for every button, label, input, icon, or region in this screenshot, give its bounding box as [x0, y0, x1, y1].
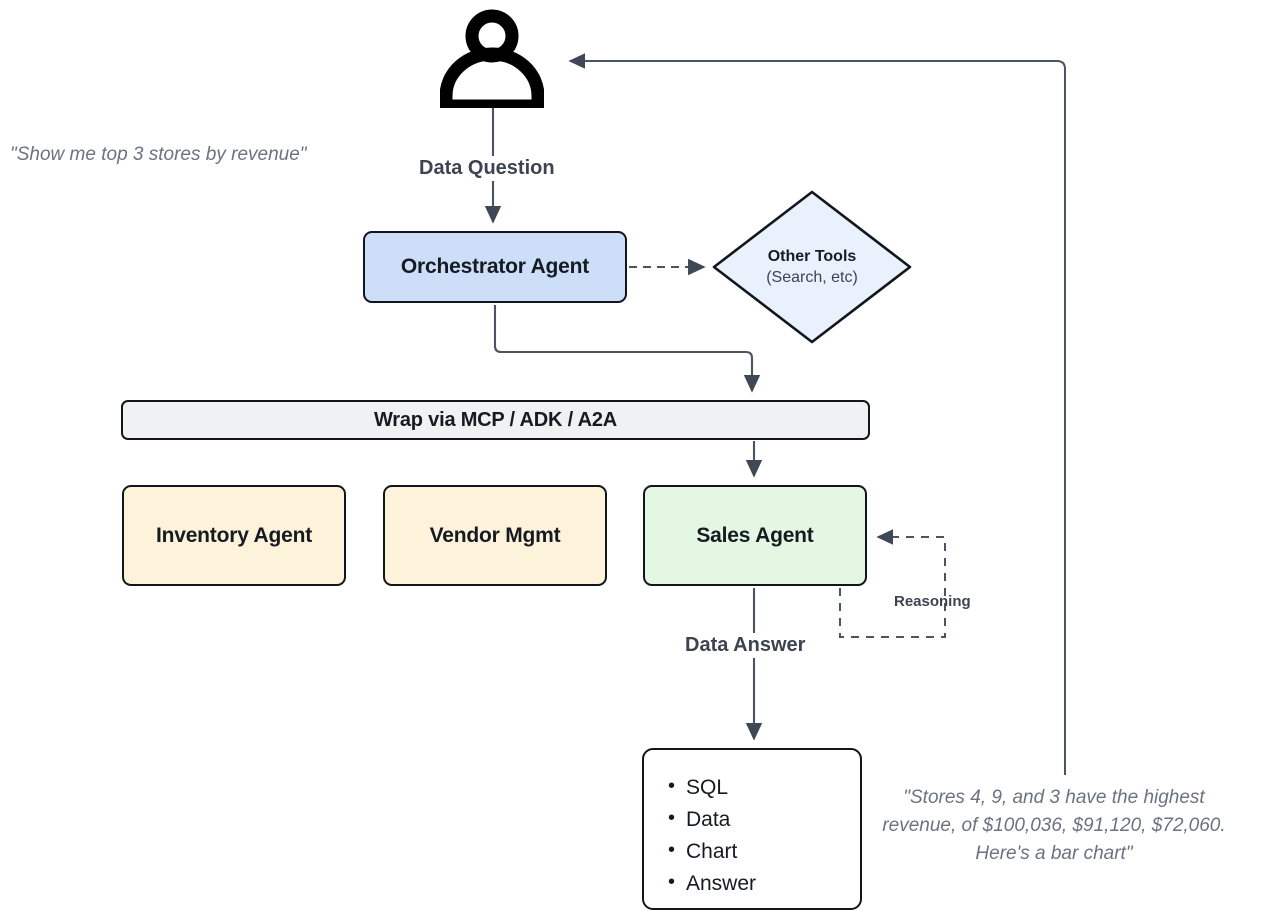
person-icon	[440, 9, 544, 108]
node-outputs-list[interactable]: SQL Data Chart Answer	[642, 748, 862, 910]
edge-label-data-question: Data Question	[413, 156, 561, 181]
node-inventory-agent[interactable]: Inventory Agent	[122, 485, 346, 586]
list-item: Data	[666, 803, 860, 836]
user-question-quote: "Show me top 3 stores by revenue"	[10, 144, 307, 165]
vendor-mgmt-label: Vendor Mgmt	[429, 523, 561, 547]
list-item: Answer	[666, 867, 860, 900]
node-sales-agent[interactable]: Sales Agent	[643, 485, 867, 586]
other-tools-label-line2: (Search, etc)	[766, 268, 858, 286]
sales-agent-label: Sales Agent	[696, 523, 814, 547]
list-item: SQL	[666, 771, 860, 804]
other-tools-label-line1: Other Tools	[767, 248, 857, 266]
final-answer-quote: "Stores 4, 9, and 3 have the highest rev…	[882, 787, 1226, 865]
node-orchestrator-agent[interactable]: Orchestrator Agent	[363, 231, 627, 303]
node-wrap-via-mcp-bar[interactable]: Wrap via MCP / ADK / A2A	[121, 400, 870, 440]
node-vendor-mgmt[interactable]: Vendor Mgmt	[383, 485, 607, 586]
outputs-list: SQL Data Chart Answer	[666, 771, 860, 900]
edge-label-reasoning: Reasoning	[894, 593, 971, 610]
orchestrator-agent-label: Orchestrator Agent	[400, 255, 590, 278]
list-item: Chart	[666, 835, 860, 868]
node-other-tools[interactable]: Other Tools (Search, etc)	[712, 190, 912, 345]
edge-label-data-answer: Data Answer	[679, 633, 812, 658]
mcp-bar-label: Wrap via MCP / ADK / A2A	[373, 408, 618, 431]
inventory-agent-label: Inventory Agent	[155, 523, 313, 547]
